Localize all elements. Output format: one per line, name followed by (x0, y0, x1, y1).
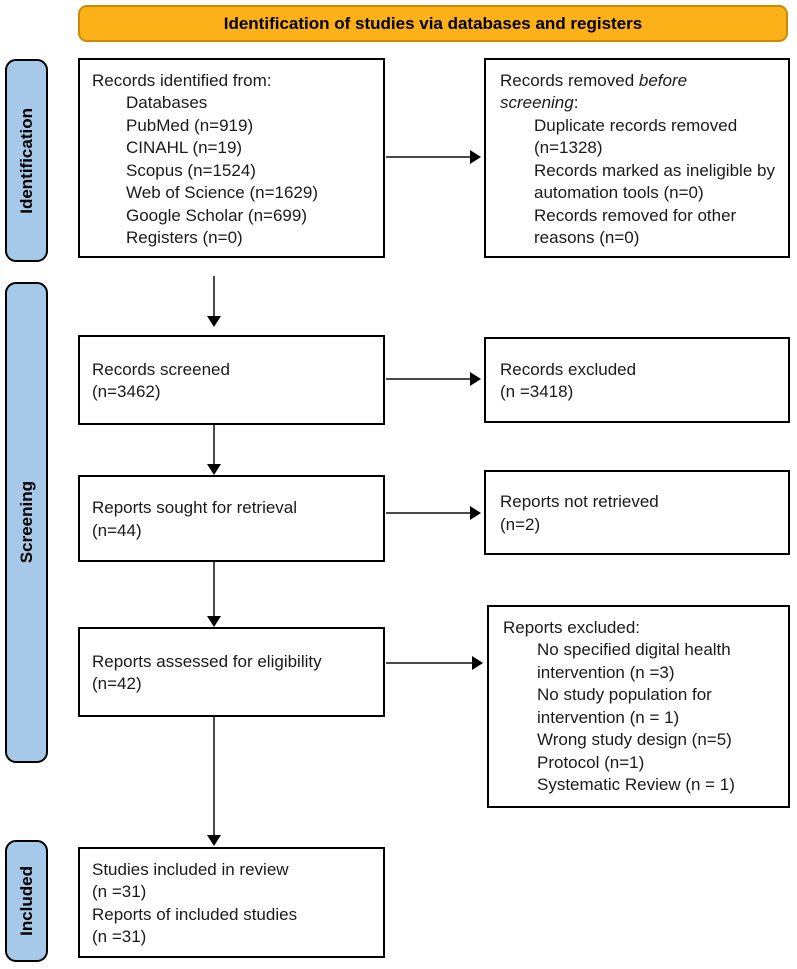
records-identified-item: Registers (n=0) (126, 228, 243, 248)
arrowhead-right-icon (470, 506, 481, 520)
reports-not-retrieved-line1: Reports not retrieved (500, 492, 659, 512)
arrowhead-down-icon (207, 835, 221, 846)
studies-included-line: Studies included in review (92, 859, 289, 879)
stage-bar-screening: Screening (5, 282, 48, 763)
arrow-line (386, 662, 473, 664)
records-removed-title-suffix: : (573, 93, 579, 113)
arrow-line (213, 425, 215, 464)
stage-label-screening: Screening (16, 481, 36, 564)
records-identified-item: Databases (126, 93, 208, 113)
box-studies-included: Studies included in review (n =31) Repor… (78, 847, 385, 958)
stage-label-identification: Identification (16, 107, 36, 214)
reports-excluded-title: Reports excluded: (503, 618, 641, 637)
arrowhead-right-icon (472, 656, 483, 670)
reports-sought-line1: Reports sought for retrieval (92, 498, 298, 518)
reports-excluded-item: Protocol (n=1) (537, 752, 645, 772)
box-reports-sought: Reports sought for retrieval (n=44) (78, 475, 385, 562)
studies-included-line: Reports of included studies (92, 904, 298, 924)
box-records-removed: Records removed before screening: Duplic… (484, 58, 790, 258)
records-removed-title-prefix: Records removed (500, 71, 639, 90)
records-identified-item: CINAHL (n=19) (126, 138, 243, 158)
reports-excluded-item: Systematic Review (n = 1) (537, 775, 735, 795)
studies-included-line: (n =31) (92, 926, 147, 946)
records-identified-item: Scopus (n=1524) (126, 160, 256, 180)
records-removed-item: Duplicate records removed (n=1328) (534, 115, 738, 158)
records-excluded-line1: Records excluded (500, 359, 637, 379)
arrow-line (213, 717, 215, 835)
reports-sought-line2: (n=44) (92, 520, 142, 540)
records-screened-line2: (n=3462) (92, 382, 161, 401)
records-screened-line1: Records screened (92, 359, 230, 379)
arrowhead-down-icon (207, 616, 221, 627)
reports-excluded-item: Wrong study design (n=5) (537, 730, 732, 750)
records-identified-title: Records identified from: (92, 71, 272, 90)
header-title: Identification of studies via databases … (223, 13, 643, 33)
box-records-excluded: Records excluded (n =3418) (484, 337, 790, 423)
arrow-line (386, 512, 471, 514)
stage-bar-included: Included (5, 840, 48, 962)
reports-excluded-item: No specified digital health intervention… (537, 640, 731, 682)
reports-excluded-item: No study population for intervention (n … (537, 685, 712, 727)
reports-not-retrieved-line2: (n=2) (500, 514, 541, 534)
box-reports-assessed: Reports assessed for eligibility (n=42) (78, 627, 385, 717)
arrowhead-down-icon (207, 464, 221, 475)
reports-assessed-line1: Reports assessed for eligibility (92, 651, 322, 671)
box-records-screened: Records screened (n=3462) (78, 335, 385, 425)
reports-assessed-line2: (n=42) (92, 674, 142, 693)
records-identified-item: Web of Science (n=1629) (126, 183, 318, 203)
box-reports-excluded: Reports excluded: No specified digital h… (487, 605, 790, 808)
records-removed-item: Records marked as ineligible by automati… (534, 160, 775, 203)
studies-included-line: (n =31) (92, 882, 147, 902)
arrow-line (386, 156, 471, 158)
arrow-line (213, 276, 215, 317)
records-removed-title: Records removed before screening: (500, 70, 750, 115)
records-removed-item: Records removed for other reasons (n=0) (534, 205, 737, 248)
box-reports-not-retrieved: Reports not retrieved (n=2) (484, 470, 790, 555)
arrowhead-right-icon (470, 150, 481, 164)
records-removed-title-italic: before screening (500, 71, 688, 113)
records-identified-item: Google Scholar (n=699) (126, 205, 307, 225)
records-identified-item: PubMed (n=919) (126, 115, 254, 135)
records-excluded-line2: (n =3418) (500, 382, 574, 401)
arrow-line (213, 562, 215, 616)
header-banner: Identification of studies via databases … (78, 5, 788, 42)
arrowhead-down-icon (207, 316, 221, 327)
arrow-line (386, 378, 471, 380)
arrowhead-right-icon (470, 372, 481, 386)
stage-bar-identification: Identification (5, 59, 48, 262)
stage-label-included: Included (16, 866, 36, 936)
box-records-identified: Records identified from: Databases PubMe… (78, 58, 385, 258)
